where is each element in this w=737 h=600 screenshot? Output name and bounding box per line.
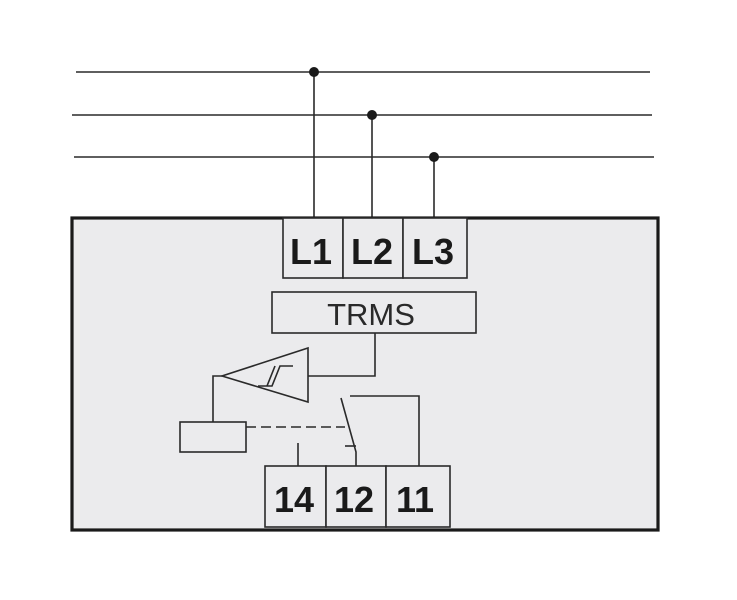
terminal-14-label: 14: [274, 479, 314, 520]
output-terminal-block: 14 12 11: [264, 465, 451, 528]
trms-to-comparator-wire: [308, 333, 376, 377]
relay-coil: [179, 421, 247, 453]
terminal-12: [325, 465, 387, 528]
trms-label: TRMS: [327, 297, 415, 332]
terminal-l1-label: L1: [290, 231, 332, 272]
junction-dot-l2: [367, 110, 377, 120]
junction-dot-l1: [309, 67, 319, 77]
terminal-11-label: 11: [396, 479, 434, 520]
contact-blade: [340, 397, 357, 466]
comparator-triangle: [219, 346, 309, 404]
terminal-12-label: 12: [334, 479, 374, 520]
hysteresis-icon: [258, 365, 293, 387]
terminal-11: [385, 465, 451, 528]
comparator-to-coil-wire: [212, 375, 222, 422]
hysteresis-icon-back-edge: [266, 365, 276, 387]
terminal-14: [264, 465, 327, 528]
terminal-l3-label: L3: [412, 231, 454, 272]
input-terminal-block: L1 L2 L3: [282, 217, 468, 279]
terminal-l2-label: L2: [351, 231, 393, 272]
junction-dot-l3: [429, 152, 439, 162]
trms-block: [271, 291, 477, 334]
contact-11-wire: [350, 395, 420, 466]
terminal-l3: [402, 217, 468, 279]
